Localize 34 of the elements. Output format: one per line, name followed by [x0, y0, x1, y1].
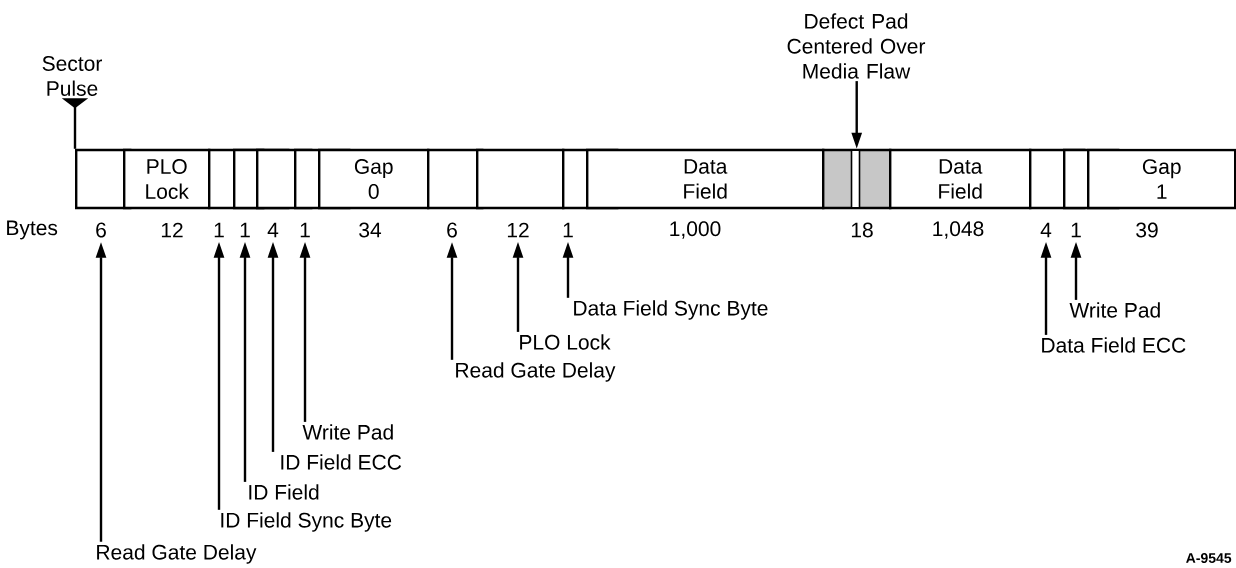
byte-count: 1 — [300, 222, 310, 238]
byte-count: 4 — [1040, 222, 1052, 238]
field-label: ID Field — [249, 484, 319, 500]
field-label: ID Field ECC — [281, 454, 402, 470]
field-cell — [476, 148, 565, 210]
field-label: Data Field ECC — [1042, 337, 1186, 353]
byte-count: 34 — [359, 222, 382, 238]
byte-count: 1 — [1071, 222, 1081, 238]
byte-count: 1 — [214, 222, 224, 238]
byte-count: 12 — [161, 222, 183, 238]
field-label: Read Gate Delay — [456, 362, 616, 382]
field-label: Data Field Sync Byte — [574, 300, 768, 320]
byte-count: 18 — [851, 222, 873, 238]
byte-count: 6 — [96, 222, 106, 238]
field-label: PLO Lock — [520, 334, 611, 350]
byte-count: 39 — [1136, 222, 1158, 238]
field-cell: Gap 0 — [318, 148, 430, 210]
byte-count: 1,048 — [933, 221, 984, 239]
byte-count: 1,000 — [670, 221, 721, 239]
byte-count: 1 — [563, 222, 573, 238]
byte-count: 6 — [447, 222, 457, 238]
marker-label: Sector Pulse — [42, 56, 102, 96]
figure-number: A-9545 — [1186, 553, 1232, 563]
field-label: Write Pad — [302, 424, 393, 440]
byte-count: 12 — [507, 222, 529, 238]
byte-count: 1 — [240, 222, 250, 238]
byte-count: 4 — [267, 222, 279, 238]
field-label: ID Field Sync Byte — [221, 512, 392, 532]
field-label: Write Pad — [1069, 302, 1160, 318]
marker-label: Defect Pad Centered Over Media Flaw — [787, 13, 926, 79]
field-cell: PLO Lock — [123, 148, 211, 210]
field-label: Read Gate Delay — [97, 544, 257, 564]
defect-pad-cell — [822, 148, 892, 210]
caption-label: Bytes — [7, 220, 58, 240]
